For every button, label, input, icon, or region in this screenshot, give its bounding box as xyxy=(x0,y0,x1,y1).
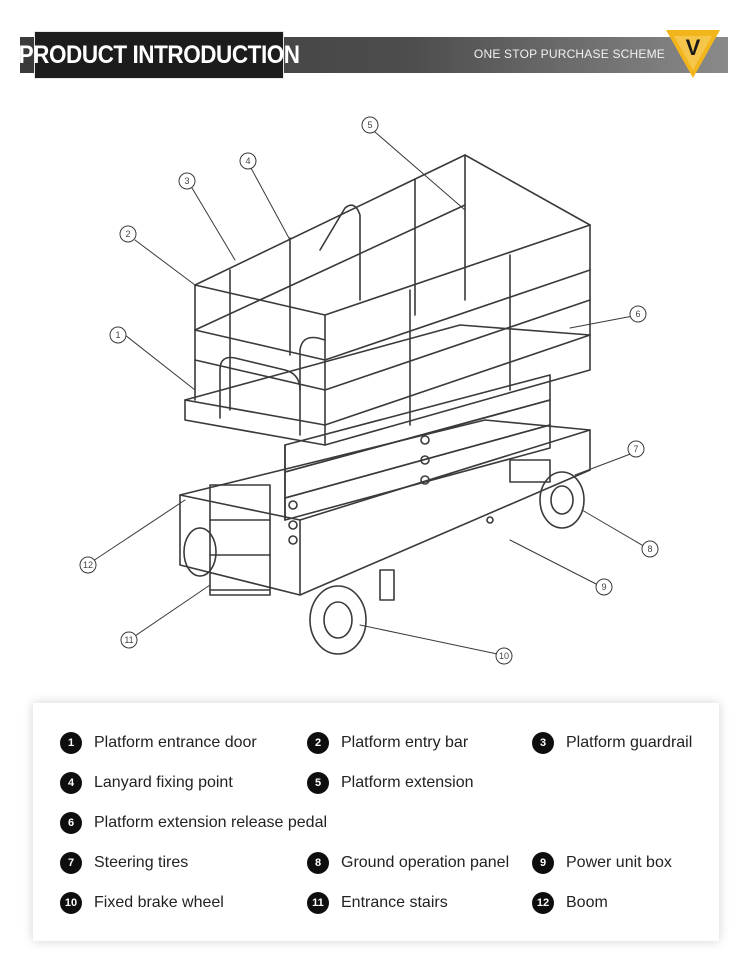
callout-marker xyxy=(119,225,137,243)
callout-marker xyxy=(629,305,647,323)
legend-number-badge: 6 xyxy=(60,812,82,834)
callout-number: 7 xyxy=(633,444,638,454)
legend-number-badge: 12 xyxy=(532,892,554,914)
legend-number-badge: 11 xyxy=(307,892,329,914)
callout-number: 2 xyxy=(125,229,130,239)
legend-number-badge: 8 xyxy=(307,852,329,874)
callout-marker xyxy=(361,116,379,134)
callout-number: 11 xyxy=(124,635,133,645)
legend-number-badge: 1 xyxy=(60,732,82,754)
callout-number: 12 xyxy=(83,560,93,570)
legend-number-badge: 7 xyxy=(60,852,82,874)
legend-item: 1 Platform entrance door xyxy=(60,732,257,754)
callout-marker xyxy=(178,172,196,190)
legend-number-badge: 5 xyxy=(307,772,329,794)
parts-legend: 1 Platform entrance door 2 Platform entr… xyxy=(33,703,719,941)
callouts xyxy=(89,131,648,656)
legend-label: Fixed brake wheel xyxy=(94,894,224,911)
chassis xyxy=(179,419,591,601)
logo-letter: V xyxy=(686,35,701,60)
legend-label: Ground operation panel xyxy=(341,854,510,871)
legend-item: 11 Entrance stairs xyxy=(307,892,448,914)
callout-number: 1 xyxy=(115,330,120,340)
page-title: PRODUCT INTRODUCTION xyxy=(18,40,300,69)
callout-marker xyxy=(79,556,97,574)
callout-marker xyxy=(120,631,138,649)
legend-label: Platform extension xyxy=(341,774,474,791)
callout-number: 10 xyxy=(499,651,509,661)
callout-marker xyxy=(595,578,613,596)
legend-item: 3 Platform guardrail xyxy=(532,732,692,754)
title-box: PRODUCT INTRODUCTION xyxy=(19,31,300,79)
legend-item: 8 Ground operation panel xyxy=(307,852,509,874)
legend-label: Boom xyxy=(566,894,608,911)
legend-item: 2 Platform entry bar xyxy=(307,732,468,754)
legend-item: 12 Boom xyxy=(532,892,608,914)
legend-label: Steering tires xyxy=(94,854,189,871)
callout-number: 6 xyxy=(635,309,640,319)
platform xyxy=(184,324,591,446)
brand-logo-icon: V xyxy=(666,30,720,78)
legend-label: Entrance stairs xyxy=(341,894,448,911)
legend-item: 7 Steering tires xyxy=(60,852,188,874)
legend-label: Lanyard fixing point xyxy=(94,774,233,791)
callout-number: 5 xyxy=(367,120,372,130)
callout-marker xyxy=(239,152,257,170)
callout-marker xyxy=(495,647,513,665)
legend-item: 5 Platform extension xyxy=(307,772,474,794)
callout-marker xyxy=(627,440,645,458)
callout-number: 8 xyxy=(647,544,652,554)
legend-label: Platform entrance door xyxy=(94,734,257,751)
guardrail xyxy=(194,154,591,436)
legend-number-badge: 9 xyxy=(532,852,554,874)
legend-label: Platform entry bar xyxy=(341,734,469,751)
legend-label: Platform guardrail xyxy=(566,734,693,751)
legend-label: Platform extension release pedal xyxy=(94,814,328,831)
legend-item: 10 Fixed brake wheel xyxy=(60,892,224,914)
callout-markers xyxy=(79,116,659,665)
wheels xyxy=(183,471,585,655)
callout-number: 9 xyxy=(601,582,606,592)
legend-number-badge: 10 xyxy=(60,892,82,914)
entrance-stairs xyxy=(209,484,271,596)
callout-number: 3 xyxy=(184,176,189,186)
scissor-lift-diagram: 1 2 3 4 5 6 7 8 9 10 11 12 xyxy=(79,116,659,665)
legend-number-badge: 3 xyxy=(532,732,554,754)
scissor-stack xyxy=(284,374,551,545)
legend-item: 6 Platform extension release pedal xyxy=(60,812,327,834)
legend-item: 9 Power unit box xyxy=(532,852,672,874)
legend-label: Power unit box xyxy=(566,854,672,871)
callout-numbers: 1 2 3 4 5 6 7 8 9 10 11 12 xyxy=(83,120,653,661)
header-subtitle: ONE STOP PURCHASE SCHEME xyxy=(473,47,665,61)
legend-item: 4 Lanyard fixing point xyxy=(60,772,233,794)
callout-marker xyxy=(641,540,659,558)
callout-number: 4 xyxy=(245,156,250,166)
callout-marker xyxy=(109,326,127,344)
legend-number-badge: 4 xyxy=(60,772,82,794)
legend-number-badge: 2 xyxy=(307,732,329,754)
